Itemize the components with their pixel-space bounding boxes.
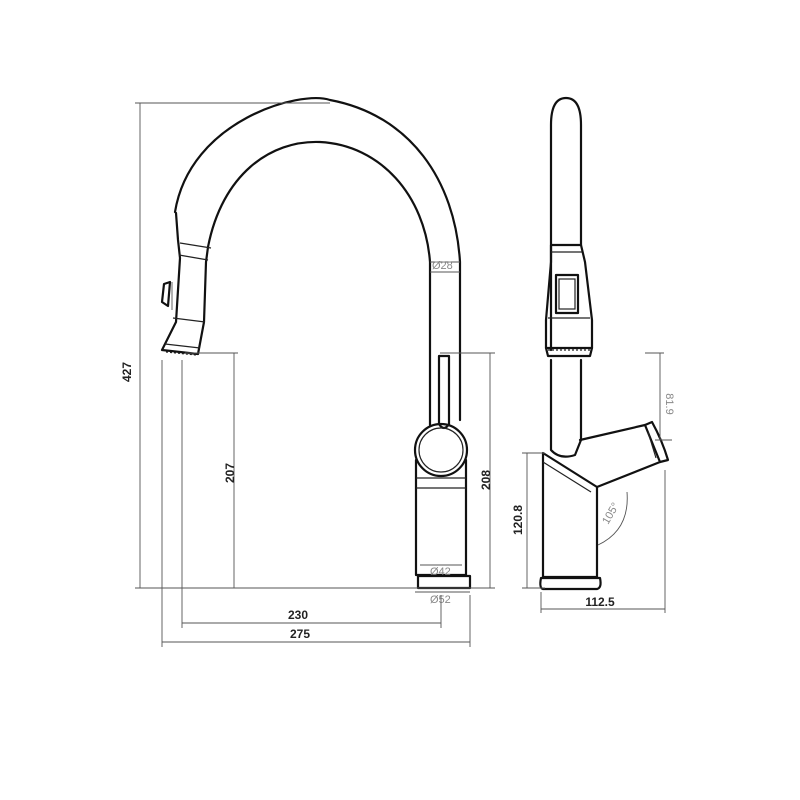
side-handle xyxy=(578,423,662,489)
dim-spout-height: 207 xyxy=(223,463,237,483)
spout-outer-curve xyxy=(173,97,462,422)
spray-head xyxy=(160,211,210,356)
dim-body-height: 208 xyxy=(479,470,493,490)
spout-dia-label: Ø28 xyxy=(432,260,453,272)
side-spray-button xyxy=(554,273,580,315)
side-base xyxy=(539,576,602,591)
spout-inner-curve xyxy=(206,140,432,427)
lever-handle xyxy=(437,354,451,430)
front-dimensions: 427 207 208 230 275 xyxy=(120,102,495,647)
dim-side-base-height: 120.8 xyxy=(511,505,525,535)
side-spout xyxy=(549,96,583,352)
side-dimensions: 120.8 112.5 81.9 xyxy=(511,352,675,613)
dim-handle-angle: 105° xyxy=(600,501,622,527)
front-view: Ø28 Ø42 Ø52 xyxy=(160,97,472,606)
dim-spout-reach: 230 xyxy=(288,608,308,622)
handle-hub xyxy=(413,422,469,478)
base-dia-label: Ø52 xyxy=(430,594,451,606)
dim-handle-length: 81.9 xyxy=(663,393,675,414)
spray-button xyxy=(160,280,172,308)
faucet-body xyxy=(414,458,468,577)
side-view: 105° xyxy=(539,96,670,591)
dim-overall-height: 427 xyxy=(120,362,134,382)
dim-side-depth: 112.5 xyxy=(585,595,615,609)
side-body xyxy=(541,451,599,579)
dim-overall-width: 275 xyxy=(290,627,310,641)
side-spray-head xyxy=(544,243,594,350)
